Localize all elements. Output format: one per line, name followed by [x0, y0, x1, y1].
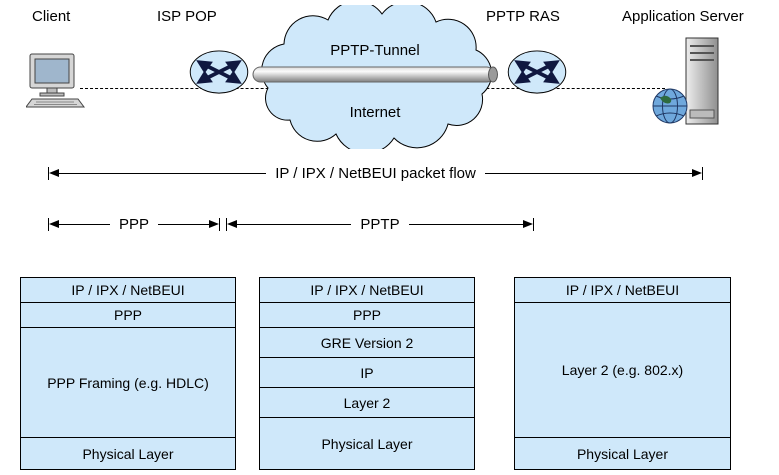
client-protocol-stack: IP / IPX / NetBEUI PPP PPP Framing (e.g.…	[20, 277, 236, 470]
arrow-endbar	[226, 217, 227, 231]
application-server-label: Application Server	[622, 8, 744, 25]
stack-row: IP / IPX / NetBEUI	[21, 278, 235, 303]
arrowhead-left-icon	[49, 220, 59, 228]
arrowhead-right-icon	[209, 220, 220, 228]
pptp-label: PPTP	[360, 215, 400, 233]
isp-pop-label: ISP POP	[157, 8, 217, 25]
stack-row: Layer 2 (e.g. 802.x)	[515, 303, 730, 438]
stack-row: IP / IPX / NetBEUI	[260, 278, 474, 303]
stack-row: PPP Framing (e.g. HDLC)	[21, 328, 235, 438]
arrow-line	[59, 223, 110, 225]
stack-row: GRE Version 2	[260, 328, 474, 358]
stack-row: Physical Layer	[515, 438, 730, 469]
arrow-line	[237, 223, 352, 225]
stack-row: Physical Layer	[21, 438, 235, 469]
stack-row: PPP	[21, 303, 235, 328]
arrow-endbar	[219, 217, 221, 231]
arrow-line	[484, 172, 693, 174]
packet-flow-label: IP / IPX / NetBEUI packet flow	[275, 164, 476, 182]
arrow-endbar	[702, 166, 704, 180]
arrowhead-left-icon	[49, 169, 59, 177]
stack-row: IP	[260, 358, 474, 388]
pptp-ras-label: PPTP RAS	[486, 8, 560, 25]
tunnel-protocol-stack: IP / IPX / NetBEUI PPP GRE Version 2 IP …	[259, 277, 475, 470]
tunnel-tube	[252, 64, 500, 86]
arrowhead-left-icon	[227, 220, 237, 228]
isp-pop-router-icon	[188, 49, 250, 98]
globe-icon	[652, 88, 688, 124]
stack-row: PPP	[260, 303, 474, 328]
arrowhead-right-icon	[692, 169, 703, 177]
server-protocol-stack: IP / IPX / NetBEUI Layer 2 (e.g. 802.x) …	[514, 277, 731, 470]
pptp-arrow: PPTP	[226, 215, 534, 233]
ppp-label: PPP	[119, 215, 150, 233]
arrow-line	[158, 223, 210, 225]
ppp-arrow: PPP	[48, 215, 221, 233]
arrowhead-right-icon	[523, 220, 533, 228]
stack-row: Physical Layer	[260, 418, 474, 469]
arrow-endbar	[533, 217, 534, 231]
pptp-ras-router-icon	[506, 49, 568, 98]
server-icon	[652, 36, 730, 135]
client-label: Client	[32, 8, 71, 25]
internet-label: Internet	[349, 104, 401, 121]
arrow-endbar	[48, 217, 49, 231]
client-computer-icon	[25, 52, 90, 113]
arrow-endbar	[48, 166, 49, 180]
stack-row: Layer 2	[260, 388, 474, 418]
stack-row: IP / IPX / NetBEUI	[515, 278, 730, 303]
pptp-tunnel-label: PPTP-Tunnel	[330, 42, 420, 59]
arrow-line	[59, 172, 267, 174]
packet-flow-arrow: IP / IPX / NetBEUI packet flow	[48, 164, 704, 182]
arrow-line	[408, 223, 523, 225]
